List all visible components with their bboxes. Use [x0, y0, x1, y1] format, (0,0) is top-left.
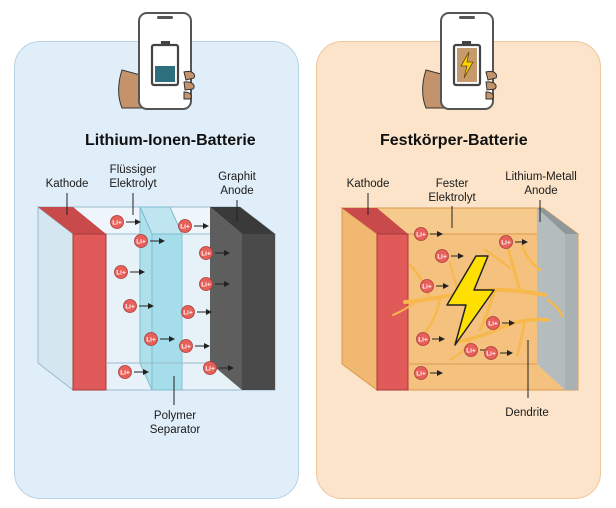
- li-ion: Li+: [435, 249, 464, 263]
- li-ion: Li+: [414, 366, 443, 380]
- svg-text:Li+: Li+: [116, 270, 126, 277]
- li-ion: Li+: [114, 265, 145, 279]
- lightning-bolt-icon: [446, 255, 495, 346]
- li-ion: Li+: [144, 332, 175, 346]
- solid-state-title: Festkörper-Batterie: [380, 132, 528, 149]
- left-electrolyte-label-2: Elektrolyt: [109, 178, 157, 190]
- li-ion: Li+: [416, 332, 445, 346]
- lithium-ion-title: Lithium-Ionen-Batterie: [85, 132, 256, 149]
- svg-text:Li+: Li+: [416, 232, 426, 239]
- li-ion: Li+: [420, 279, 449, 293]
- svg-text:Li+: Li+: [125, 304, 135, 311]
- lithium-ion-battery: [36, 205, 277, 392]
- svg-text:Li+: Li+: [488, 321, 498, 328]
- li-ion: Li+: [123, 299, 154, 313]
- right-electrolyte-label-1: Fester: [435, 178, 469, 190]
- li-ion: Li+: [464, 343, 493, 357]
- svg-text:Li+: Li+: [486, 351, 496, 358]
- right-dendrite-label: Dendrite: [505, 407, 549, 419]
- li-ion: Li+: [178, 219, 209, 233]
- li-ion: Li+: [118, 365, 149, 379]
- svg-text:Li+: Li+: [112, 220, 122, 227]
- li-ion: Li+: [484, 346, 513, 360]
- li-ion: Li+: [134, 234, 165, 248]
- svg-text:Li+: Li+: [181, 344, 191, 351]
- svg-text:Li+: Li+: [201, 282, 211, 289]
- dendrite-branches: [392, 243, 564, 361]
- phone-low-battery-icon: [118, 12, 195, 110]
- left-cathode-label: Kathode: [45, 178, 89, 190]
- svg-text:Li+: Li+: [437, 254, 447, 261]
- li-ion: Li+: [203, 361, 234, 375]
- right-anode-label-2: Anode: [524, 185, 558, 197]
- li-ion: Li+: [199, 277, 230, 291]
- left-separator-label-1: Polymer: [153, 410, 197, 422]
- svg-text:Li+: Li+: [201, 251, 211, 258]
- right-cathode-label: Kathode: [346, 178, 390, 190]
- svg-text:Li+: Li+: [466, 348, 476, 355]
- right-anode-label-1: Lithium-Metall: [505, 171, 577, 183]
- right-electrolyte-label-2: Elektrolyt: [428, 192, 476, 204]
- svg-text:Li+: Li+: [136, 239, 146, 246]
- svg-text:Li+: Li+: [120, 370, 130, 377]
- svg-text:Li+: Li+: [183, 310, 193, 317]
- left-anode-label-1: Graphit: [218, 171, 256, 183]
- svg-text:Li+: Li+: [418, 337, 428, 344]
- ion-group-left: Li+ Li+ Li+ Li+ Li+ Li+ Li+ Li+ Li+ Li+ Li+ Li+: [110, 215, 234, 379]
- svg-text:Li+: Li+: [180, 224, 190, 231]
- li-ion: Li+: [110, 215, 141, 229]
- phone-charging-battery-icon: [422, 12, 497, 110]
- ion-group-right: Li+ Li+ Li+ Li+ Li+ Li+ Li+ Li+ Li+: [414, 227, 528, 380]
- label-pointers: [66, 193, 541, 405]
- svg-text:Li+: Li+: [416, 371, 426, 378]
- left-electrolyte-label-1: Flüssiger: [109, 164, 157, 176]
- li-ion: Li+: [179, 339, 210, 353]
- svg-text:Li+: Li+: [205, 366, 215, 373]
- li-ion: Li+: [181, 305, 212, 319]
- svg-text:Li+: Li+: [146, 337, 156, 344]
- svg-text:Li+: Li+: [422, 284, 432, 291]
- li-ion: Li+: [414, 227, 443, 241]
- li-ion: Li+: [499, 235, 528, 249]
- li-ion: Li+: [199, 246, 230, 260]
- li-ion: Li+: [486, 316, 515, 330]
- svg-text:Li+: Li+: [501, 240, 511, 247]
- left-anode-label-2: Anode: [220, 185, 254, 197]
- left-separator-label-2: Separator: [149, 424, 201, 436]
